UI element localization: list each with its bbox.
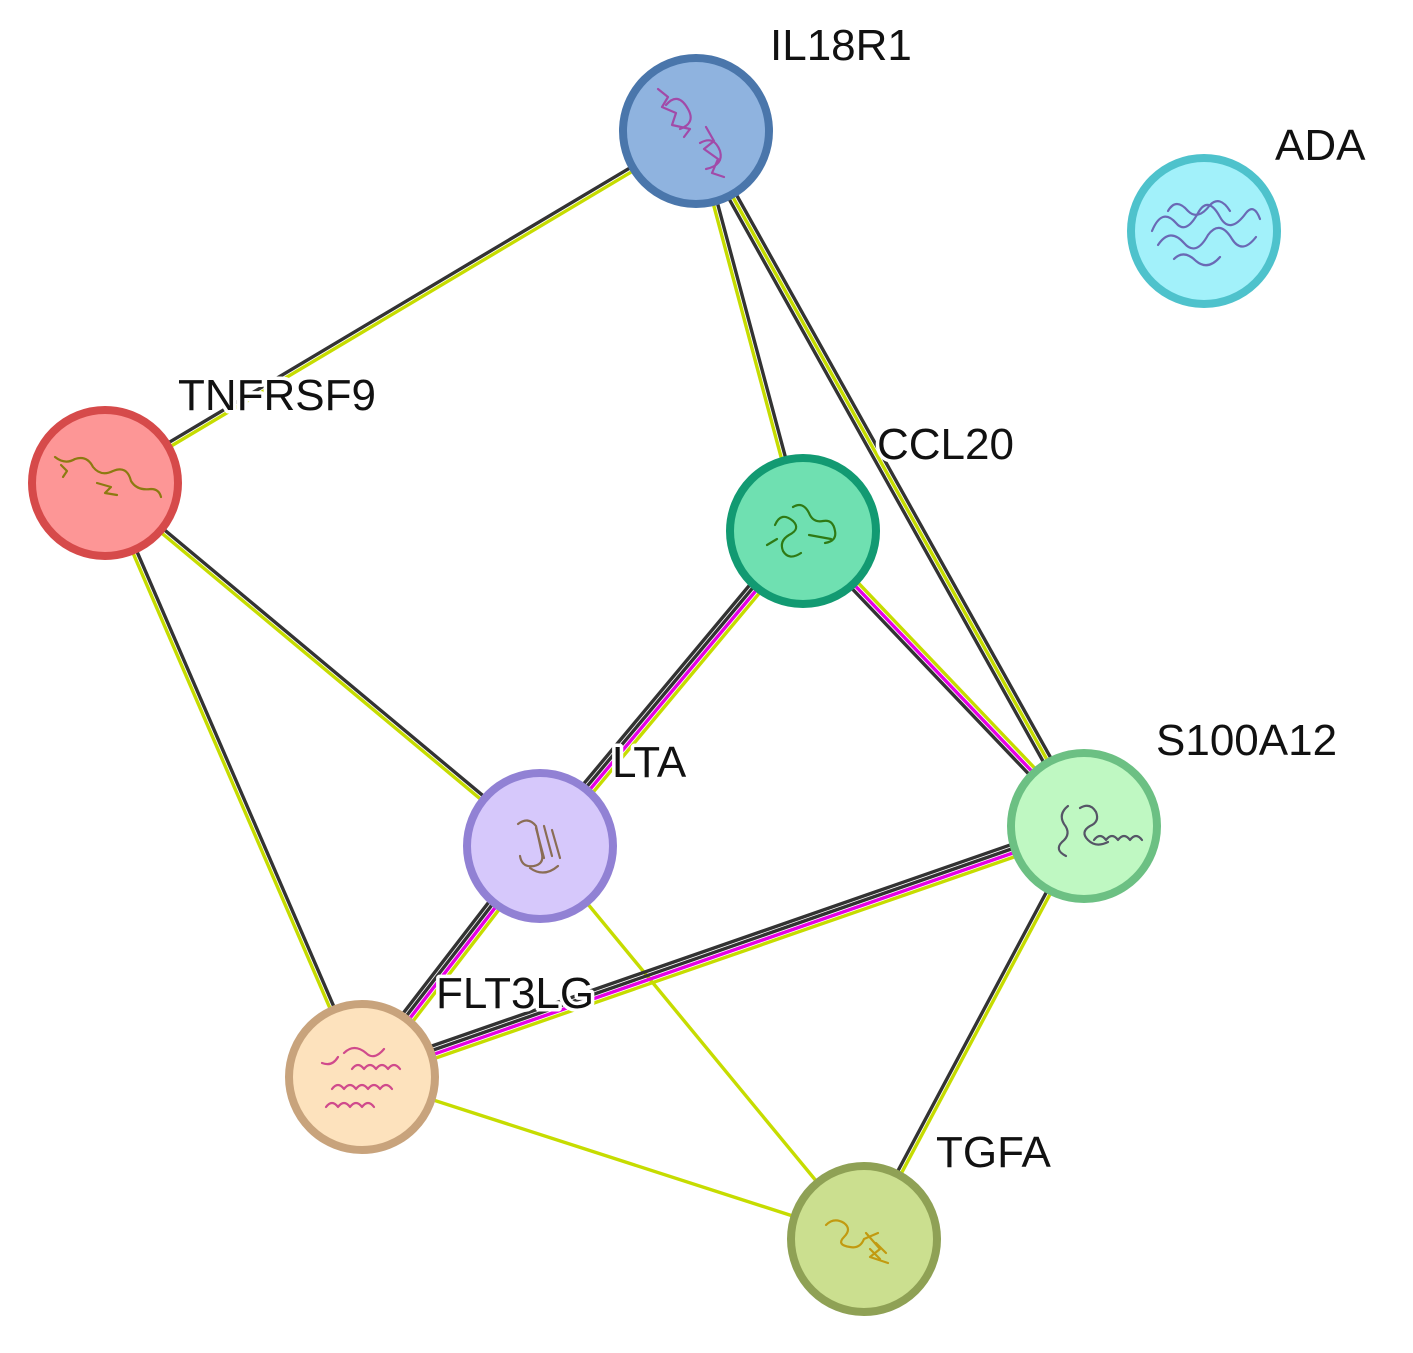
edge-strand-textmining	[538, 844, 866, 1241]
edge-strand-coexpression	[359, 818, 1083, 1073]
edge-lta-tgfa	[538, 844, 866, 1241]
node-label-ada: ADA	[1275, 121, 1366, 170]
node-tgfa[interactable]: TGFA	[787, 1125, 1055, 1316]
edge-strand-coexpression	[360, 822, 1084, 1077]
node-circle[interactable]	[619, 54, 773, 208]
edge-strand-coexpression	[690, 132, 1082, 829]
node-label-flt3lg: FLT3LG	[436, 969, 594, 1018]
protein-structure-icon	[53, 455, 163, 499]
edge-strand-textmining	[105, 131, 698, 487]
edge-s100a12-tgfa	[860, 824, 1088, 1241]
edge-strand-textmining	[363, 830, 1087, 1085]
edge-il18r1-s100a12	[690, 128, 1090, 829]
protein-structure-icon	[656, 87, 726, 179]
edge-strand-coexpression	[860, 824, 1084, 1239]
node-circle[interactable]	[1127, 154, 1281, 308]
node-circle[interactable]	[726, 454, 880, 608]
node-label-s100a12: S100A12	[1156, 716, 1337, 765]
node-circle[interactable]	[28, 406, 182, 560]
node-s100a12[interactable]: S100A12	[1007, 713, 1341, 903]
edge-strand-experimental	[362, 826, 1086, 1081]
protein-structure-icon	[1057, 804, 1144, 858]
protein-structure-icon	[516, 819, 562, 874]
node-flt3lg[interactable]: FLT3LG	[285, 966, 598, 1154]
edge-strand-textmining	[694, 130, 1086, 827]
protein-structure-icon	[824, 1219, 890, 1265]
node-tnfrsf9[interactable]: TNFRSF9	[28, 368, 380, 560]
edge-strand-textmining	[361, 1075, 865, 1241]
protein-structure-icon	[1150, 200, 1262, 267]
node-label-tnfrsf9: TNFRSF9	[178, 371, 376, 420]
node-il18r1[interactable]: IL18R1	[619, 18, 915, 208]
protein-structure-icon	[765, 503, 837, 558]
node-ccl20[interactable]: CCL20	[726, 417, 1017, 608]
edge-tnfrsf9-flt3lg	[101, 481, 366, 1079]
edge-il18r1-tnfrsf9	[103, 127, 698, 487]
node-label-ccl20: CCL20	[877, 420, 1014, 469]
edge-strand-textmining	[864, 826, 1088, 1241]
node-circle[interactable]	[285, 1000, 439, 1154]
edge-strand-textmining	[102, 483, 540, 849]
edge-strand-coexpression	[698, 128, 1090, 825]
edges-layer	[101, 127, 1090, 1241]
node-label-tgfa: TGFA	[936, 1128, 1052, 1177]
edge-strand-coexpression	[105, 481, 366, 1077]
edge-strand-coexpression	[105, 480, 543, 846]
edge-s100a12-flt3lg	[359, 818, 1087, 1085]
edge-tnfrsf9-lta	[102, 480, 543, 849]
node-label-lta: LTA	[612, 738, 687, 787]
edge-flt3lg-tgfa	[361, 1075, 865, 1241]
node-ada[interactable]: ADA	[1127, 118, 1370, 308]
protein-structure-icon	[320, 1046, 402, 1109]
edge-strand-textmining	[101, 483, 362, 1079]
edge-strand-coexpression	[103, 127, 696, 483]
node-lta[interactable]: LTA	[463, 735, 690, 923]
node-circle[interactable]	[1007, 749, 1161, 903]
node-label-il18r1: IL18R1	[770, 21, 912, 70]
